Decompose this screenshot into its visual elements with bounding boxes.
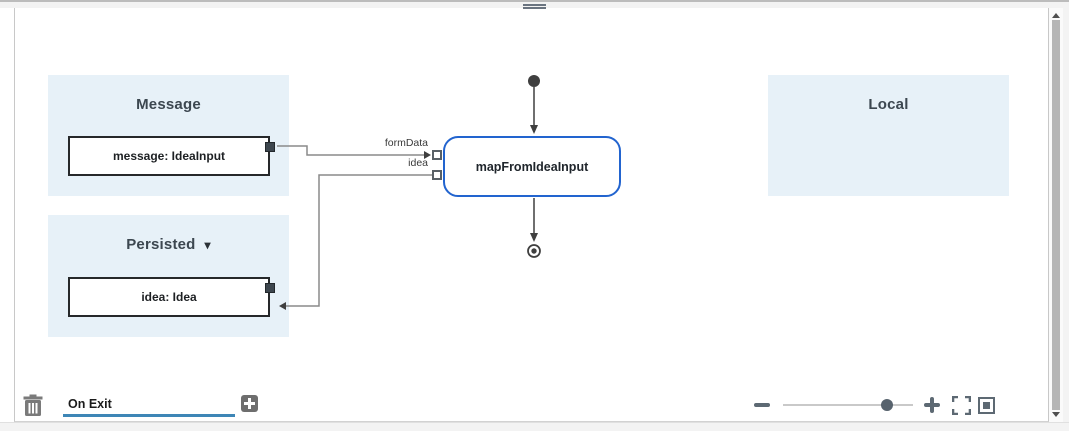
add-tab-button[interactable]	[241, 395, 258, 412]
panel-persisted-title-text: Persisted	[126, 236, 196, 253]
drag-handle-bar	[523, 4, 546, 6]
minus-icon	[754, 403, 770, 407]
fit-view-icon	[983, 402, 990, 409]
trash-button[interactable]	[22, 394, 44, 418]
field-idea[interactable]: idea: Idea	[68, 277, 275, 317]
panel-message-title: Message	[136, 96, 201, 113]
port-label-formdata: formData	[384, 137, 428, 149]
message-output-port[interactable]	[265, 142, 275, 152]
scrollbar-thumb[interactable]	[1052, 20, 1060, 410]
zoom-slider-track	[783, 404, 913, 406]
trash-icon	[23, 394, 43, 416]
zoom-out-button[interactable]	[753, 396, 771, 414]
panel-persisted-title: Persisted ▾	[48, 236, 289, 253]
active-tab-indicator	[63, 414, 235, 417]
bottom-strip	[0, 422, 1069, 431]
scroll-down-arrow[interactable]	[1052, 412, 1060, 417]
field-message-label: message: IdeaInput	[112, 149, 226, 163]
zoom-slider-thumb[interactable]	[881, 399, 893, 411]
drag-handle-icon[interactable]	[523, 3, 546, 10]
panel-persisted: Persisted ▾	[48, 215, 289, 337]
plus-icon	[248, 398, 251, 409]
fullscreen-button[interactable]	[951, 395, 972, 416]
top-splitter	[0, 0, 1069, 10]
vertical-scrollbar[interactable]	[1049, 8, 1063, 422]
right-strip	[1063, 8, 1069, 422]
input-port-formdata[interactable]	[432, 150, 442, 160]
field-message-ideainput[interactable]: message: IdeaInput	[68, 136, 275, 176]
input-port-idea[interactable]	[432, 170, 442, 180]
scroll-up-arrow[interactable]	[1052, 13, 1060, 18]
port-label-idea: idea	[408, 157, 428, 169]
chevron-down-icon[interactable]: ▾	[204, 237, 211, 252]
fit-to-view-button[interactable]	[978, 397, 995, 414]
plus-icon	[930, 397, 934, 413]
transform-node-mapfromideainput[interactable]: mapFromIdeaInput	[443, 136, 621, 197]
transform-node-label: mapFromIdeaInput	[475, 159, 589, 174]
panel-local-title: Local	[868, 96, 909, 113]
fullscreen-icon	[951, 395, 972, 416]
zoom-slider[interactable]	[783, 395, 913, 415]
field-idea-label: idea: Idea	[141, 290, 197, 304]
zoom-in-button[interactable]	[923, 396, 941, 414]
tab-on-exit[interactable]: On Exit	[68, 397, 112, 411]
panel-local: Local	[768, 75, 1009, 196]
drag-handle-bar	[523, 7, 546, 9]
idea-output-port[interactable]	[265, 283, 275, 293]
